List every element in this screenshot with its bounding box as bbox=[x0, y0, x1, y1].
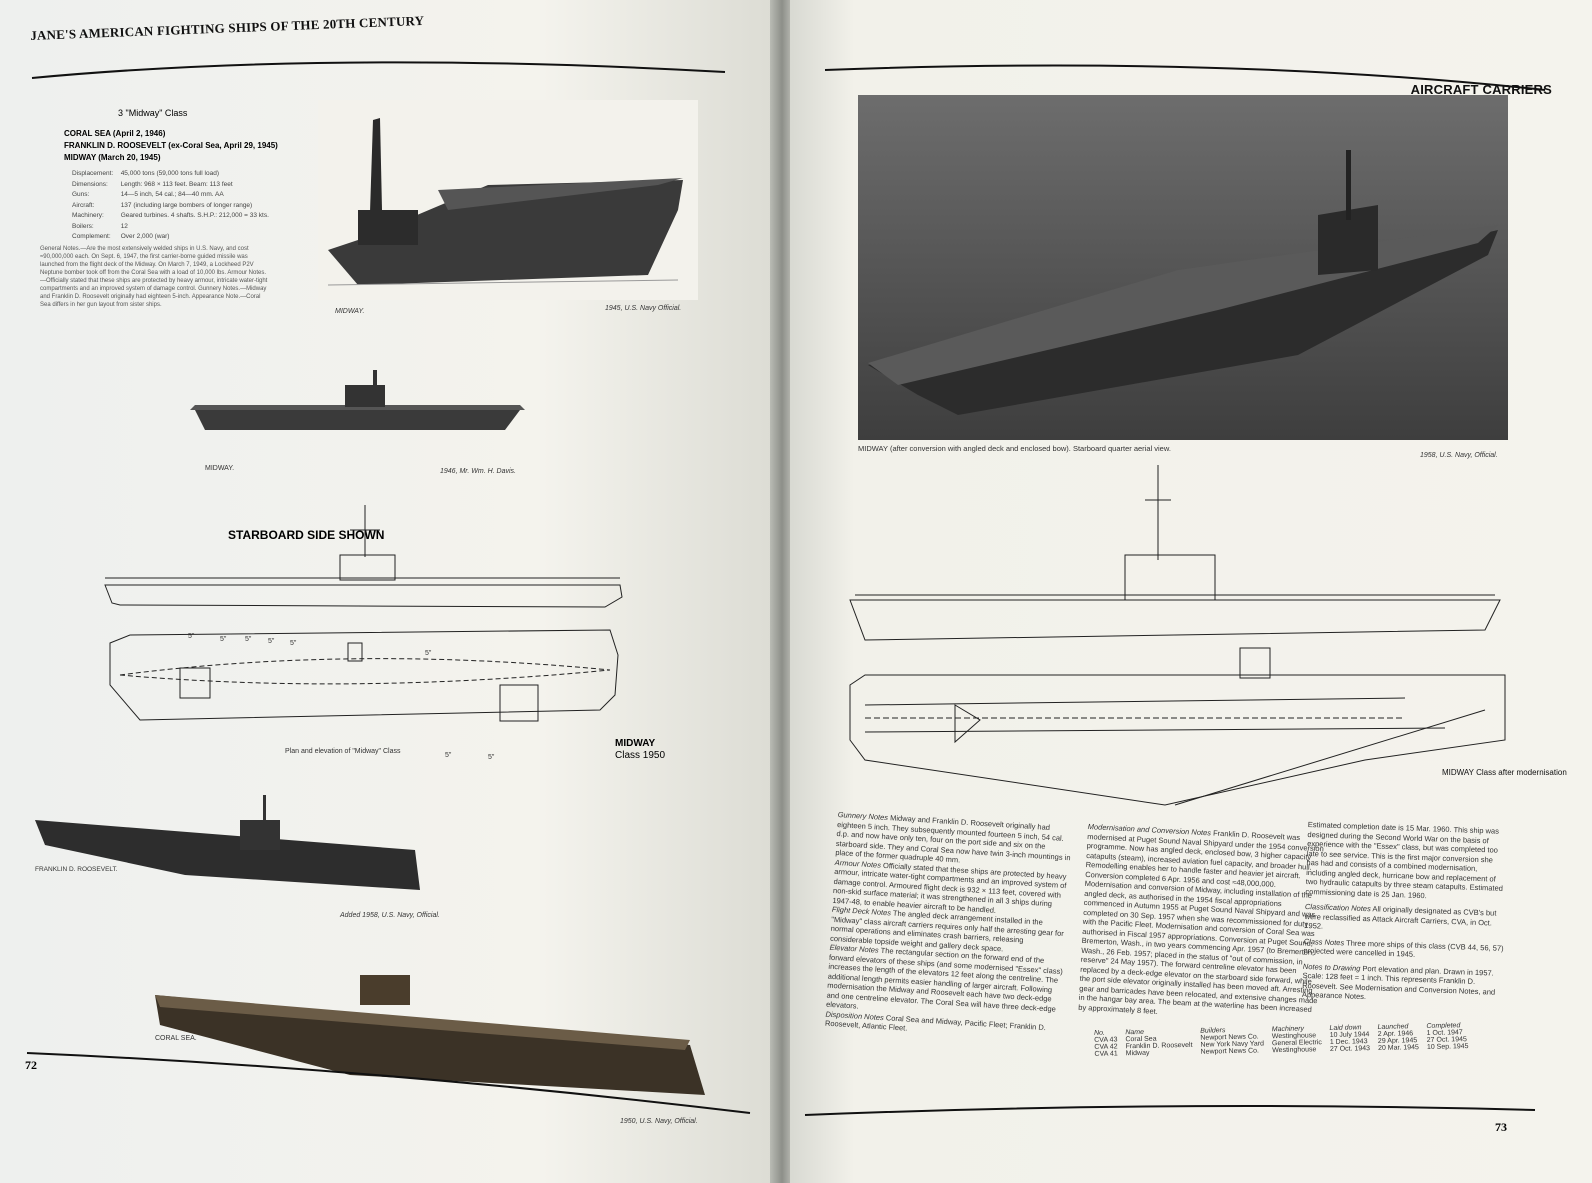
photo-credit: 1946, Mr. Wm. H. Davis. bbox=[440, 468, 516, 475]
note-block: Estimated completion date is 15 Mar. 196… bbox=[1305, 820, 1504, 900]
caption: Plan and elevation of "Midway" Class bbox=[285, 748, 401, 755]
table-cell: Newport News Co. bbox=[1200, 1047, 1260, 1056]
notes-column-1: Gunnery Notes Midway and Franklin D. Roo… bbox=[825, 810, 1073, 1042]
notes-column-2: Modernisation and Conversion Notes Frank… bbox=[1078, 822, 1328, 1024]
spec-row: Dimensions:Length: 968 × 113 feet. Beam:… bbox=[72, 180, 233, 188]
gun-mark: 5" bbox=[220, 636, 227, 643]
table-cell: 20 Mar. 1945 bbox=[1377, 1044, 1419, 1052]
gun-mark: 5" bbox=[245, 636, 252, 643]
general-notes: General Notes.—Are the most extensively … bbox=[40, 246, 268, 308]
gun-mark: 5" bbox=[488, 754, 495, 761]
header-rule-right bbox=[824, 64, 1546, 91]
header-rule-left bbox=[31, 61, 726, 79]
table-cell: CVA 41 bbox=[1094, 1050, 1118, 1058]
midway-label: MIDWAY bbox=[615, 738, 656, 749]
ship-name: MIDWAY (March 20, 1945) bbox=[64, 153, 161, 162]
caption: CORAL SEA. bbox=[155, 1035, 197, 1042]
caption: MIDWAY. bbox=[205, 465, 235, 472]
page-number: 73 bbox=[1495, 1120, 1507, 1134]
right-page: AIRCRAFT CARRIERS MIDWAY (after conversi… bbox=[790, 0, 1592, 1183]
gun-mark: 5" bbox=[425, 650, 432, 657]
ship-list: CORAL SEA (April 2, 1946) FRANKLIN D. RO… bbox=[64, 128, 278, 164]
caption: FRANKLIN D. ROOSEVELT. bbox=[35, 866, 118, 873]
note-block: Notes to Drawing Port elevation and plan… bbox=[1301, 961, 1496, 1002]
elevation-plan-drawing bbox=[104, 505, 623, 722]
footer-rule-right bbox=[804, 1105, 1536, 1116]
spec-row: Displacement:45,000 tons (59,000 tons fu… bbox=[72, 170, 219, 177]
class-year: Class 1950 bbox=[615, 750, 666, 761]
fdr-photo bbox=[35, 795, 420, 890]
spec-row: Guns:14—5 inch, 54 cal.; 84—40 mm. AA bbox=[72, 191, 224, 198]
table-cell: Midway bbox=[1125, 1049, 1150, 1058]
footer-rule-left bbox=[26, 1052, 751, 1114]
table-cell: Westinghouse bbox=[1272, 1046, 1317, 1055]
fleet-table: No. Name Builders Machinery Laid down La… bbox=[1090, 1022, 1473, 1058]
drawing-caption: MIDWAY Class after modernisation bbox=[1442, 768, 1567, 777]
photo-credit: 1945, U.S. Navy Official. bbox=[605, 305, 682, 312]
table-cell: 27 Oct. 1943 bbox=[1329, 1045, 1371, 1053]
midway-aerial-photo bbox=[858, 95, 1508, 440]
coral-sea-photo bbox=[155, 975, 705, 1095]
note-block: Classification Notes All originally desi… bbox=[1304, 901, 1497, 931]
running-head-right: AIRCRAFT CARRIERS bbox=[1410, 82, 1552, 97]
notes-column-3: Estimated completion date is 15 Mar. 196… bbox=[1302, 820, 1508, 1006]
gun-mark: 5" bbox=[290, 640, 297, 647]
midway-photo-2 bbox=[190, 370, 525, 430]
spec-row: Machinery:Geared turbines. 4 shafts. S.H… bbox=[72, 212, 269, 219]
photo-credit: 1958, U.S. Navy, Official. bbox=[1420, 452, 1498, 459]
caption: MIDWAY. bbox=[335, 308, 365, 315]
class-title: 3 "Midway" Class bbox=[118, 108, 188, 118]
photo-credit: 1950, U.S. Navy, Official. bbox=[620, 1118, 698, 1125]
table-cell: 10 Sep. 1945 bbox=[1426, 1043, 1469, 1051]
spec-row: Complement:Over 2,000 (war) bbox=[72, 233, 170, 240]
spec-row: Aircraft:137 (including large bombers of… bbox=[72, 201, 253, 209]
modernised-drawing bbox=[849, 465, 1506, 806]
ship-name: FRANKLIN D. ROOSEVELT (ex-Coral Sea, Apr… bbox=[64, 141, 278, 150]
spec-row: Boilers:12 bbox=[72, 222, 128, 230]
midway-class-label: MIDWAY Class 1950 bbox=[615, 738, 665, 762]
page-number: 72 bbox=[25, 1058, 37, 1072]
photo-credit: Added 1958, U.S. Navy, Official. bbox=[340, 912, 440, 919]
spec-table: Displacement:45,000 tons (59,000 tons fu… bbox=[70, 168, 280, 244]
note-block: Modernisation and Conversion Notes Frank… bbox=[1078, 822, 1325, 1016]
midway-photo-1 bbox=[318, 100, 698, 300]
gun-mark: 5" bbox=[445, 752, 452, 759]
gun-mark: 5" bbox=[268, 638, 275, 645]
left-page: JANE'S AMERICAN FIGHTING SHIPS OF THE 20… bbox=[0, 0, 775, 1183]
starboard-label: STARBOARD SIDE SHOWN bbox=[228, 528, 385, 542]
gun-mark: 5" bbox=[188, 633, 195, 640]
photo-caption: MIDWAY (after conversion with angled dec… bbox=[858, 444, 1171, 453]
ship-name: CORAL SEA (April 2, 1946) bbox=[64, 129, 166, 138]
note-block: Class Notes Three more ships of this cla… bbox=[1303, 936, 1504, 959]
